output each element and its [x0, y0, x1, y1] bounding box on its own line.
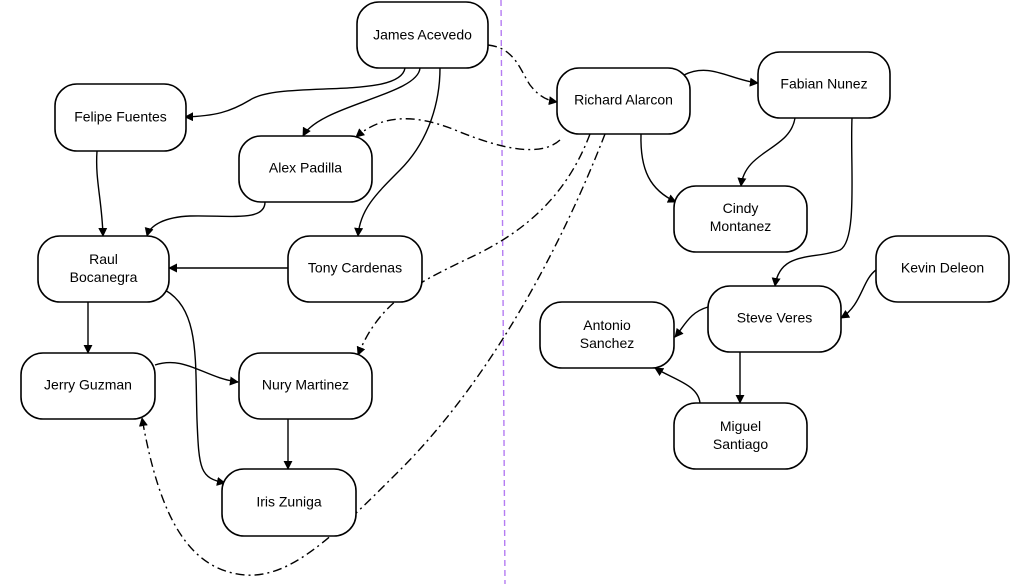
edge-alex-raul: [144, 201, 266, 237]
node-cindy[interactable]: Cindy Montanez: [673, 185, 808, 253]
edge-richard-nury: [356, 133, 591, 356]
node-label: Felipe Fuentes: [74, 109, 167, 125]
node-label: Jerry Guzman: [44, 377, 132, 393]
node-label: Richard Alarcon: [574, 92, 673, 108]
node-label: Montanez: [710, 218, 771, 234]
node-james[interactable]: James Acevedo: [356, 1, 489, 69]
edge-richard-cindy: [640, 133, 677, 203]
edge-richard-fabian: [683, 69, 759, 87]
node-jerry[interactable]: Jerry Guzman: [20, 352, 156, 420]
node-raul[interactable]: Raul Bocanegra: [37, 235, 170, 303]
node-label: Steve Veres: [737, 310, 813, 326]
edge-richard-alex: [355, 118, 561, 151]
edge-felipe-raul: [95, 150, 108, 237]
node-richard[interactable]: Richard Alarcon: [556, 67, 691, 135]
edge-james-richard: [487, 44, 558, 106]
node-kevin[interactable]: Kevin Deleon: [875, 235, 1010, 303]
edge-richard-jerry: [138, 133, 606, 576]
dashdot-edges: [138, 44, 606, 576]
edge-jerry-nury: [154, 361, 239, 386]
node-label: Nury Martinez: [262, 377, 349, 393]
divider-line: [500, 0, 506, 584]
edge-fabian-cindy: [737, 117, 796, 187]
node-label: Miguel: [720, 418, 761, 434]
edge-james-alex: [302, 67, 421, 137]
node-label: Kevin Deleon: [901, 260, 984, 276]
node-label-line: Montanez: [710, 218, 771, 234]
node-label: Bocanegra: [70, 269, 138, 285]
edge-kevin-steve: [840, 269, 877, 319]
node-label-line: Bocanegra: [70, 269, 138, 285]
node-felipe[interactable]: Felipe Fuentes: [54, 83, 187, 152]
node-tony[interactable]: Tony Cardenas: [287, 235, 423, 303]
edge-james-tony: [354, 67, 441, 237]
node-label: Raul: [89, 251, 118, 267]
node-fabian[interactable]: Fabian Nunez: [757, 51, 891, 119]
edge-raul-iris: [164, 289, 226, 486]
node-label-line: Santiago: [713, 436, 768, 452]
node-label: Fabian Nunez: [780, 76, 867, 92]
node-label: Santiago: [713, 436, 768, 452]
node-steve[interactable]: Steve Veres: [707, 285, 842, 353]
node-label: Tony Cardenas: [308, 260, 402, 276]
node-label-line: Miguel: [720, 418, 761, 434]
edge-miguel-antonio: [654, 367, 701, 404]
edge-james-felipe: [184, 67, 406, 122]
node-nury[interactable]: Nury Martinez: [238, 352, 373, 420]
node-label: Antonio: [583, 317, 631, 333]
node-label: Cindy: [723, 200, 759, 216]
node-label: James Acevedo: [373, 27, 472, 43]
node-antonio[interactable]: Antonio Sanchez: [539, 301, 675, 369]
node-label: Alex Padilla: [269, 160, 342, 176]
edge-steve-antonio: [674, 306, 709, 338]
node-miguel[interactable]: Miguel Santiago: [673, 402, 808, 470]
solid-edges: [83, 67, 877, 486]
node-label-line: Cindy: [723, 200, 759, 216]
node-alex[interactable]: Alex Padilla: [238, 135, 373, 203]
node-label-line: Sanchez: [580, 335, 634, 351]
edge-fabian-steve: [771, 117, 853, 287]
node-label: Sanchez: [580, 335, 634, 351]
node-iris[interactable]: Iris Zuniga: [221, 468, 357, 537]
node-label-line: Raul: [89, 251, 118, 267]
node-label-line: Antonio: [583, 317, 631, 333]
node-label: Iris Zuniga: [256, 494, 322, 510]
